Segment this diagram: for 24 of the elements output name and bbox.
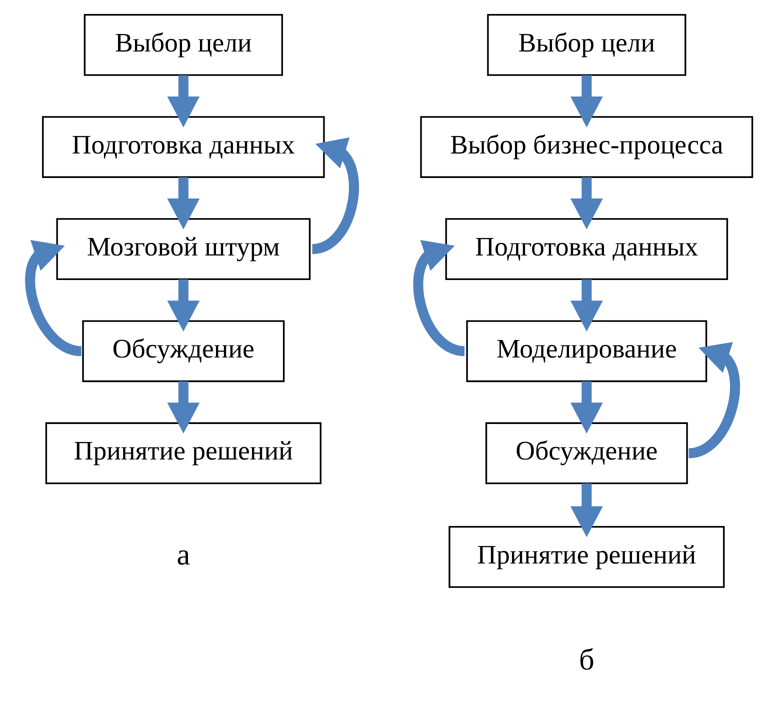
node-box: Обсуждение xyxy=(82,320,284,382)
node-box: Выбор цели xyxy=(486,14,686,76)
arrow xyxy=(166,381,200,434)
node-box: Принятие решений xyxy=(44,422,321,484)
arrow xyxy=(310,137,358,254)
arrow xyxy=(570,177,602,230)
node-box: Мозговой штурм xyxy=(56,218,310,280)
arrow xyxy=(570,381,602,434)
node-box: Моделирование xyxy=(466,320,707,382)
arrow xyxy=(166,75,200,128)
node-box: Выбор цели xyxy=(83,14,282,76)
node-box: Подготовка данных xyxy=(444,218,728,280)
arrow xyxy=(570,279,602,332)
arrow xyxy=(166,177,200,230)
node-box: Обсуждение xyxy=(484,422,688,484)
node-box: Подготовка данных xyxy=(42,116,324,178)
label: б xyxy=(578,642,594,677)
arrow xyxy=(570,75,602,128)
arrow xyxy=(166,279,200,332)
node-box: Выбор бизнес-процесса xyxy=(420,116,753,178)
arrow xyxy=(570,483,602,538)
arrow xyxy=(687,342,740,458)
node-box: Принятие решений xyxy=(448,526,724,588)
label: а xyxy=(176,537,190,572)
